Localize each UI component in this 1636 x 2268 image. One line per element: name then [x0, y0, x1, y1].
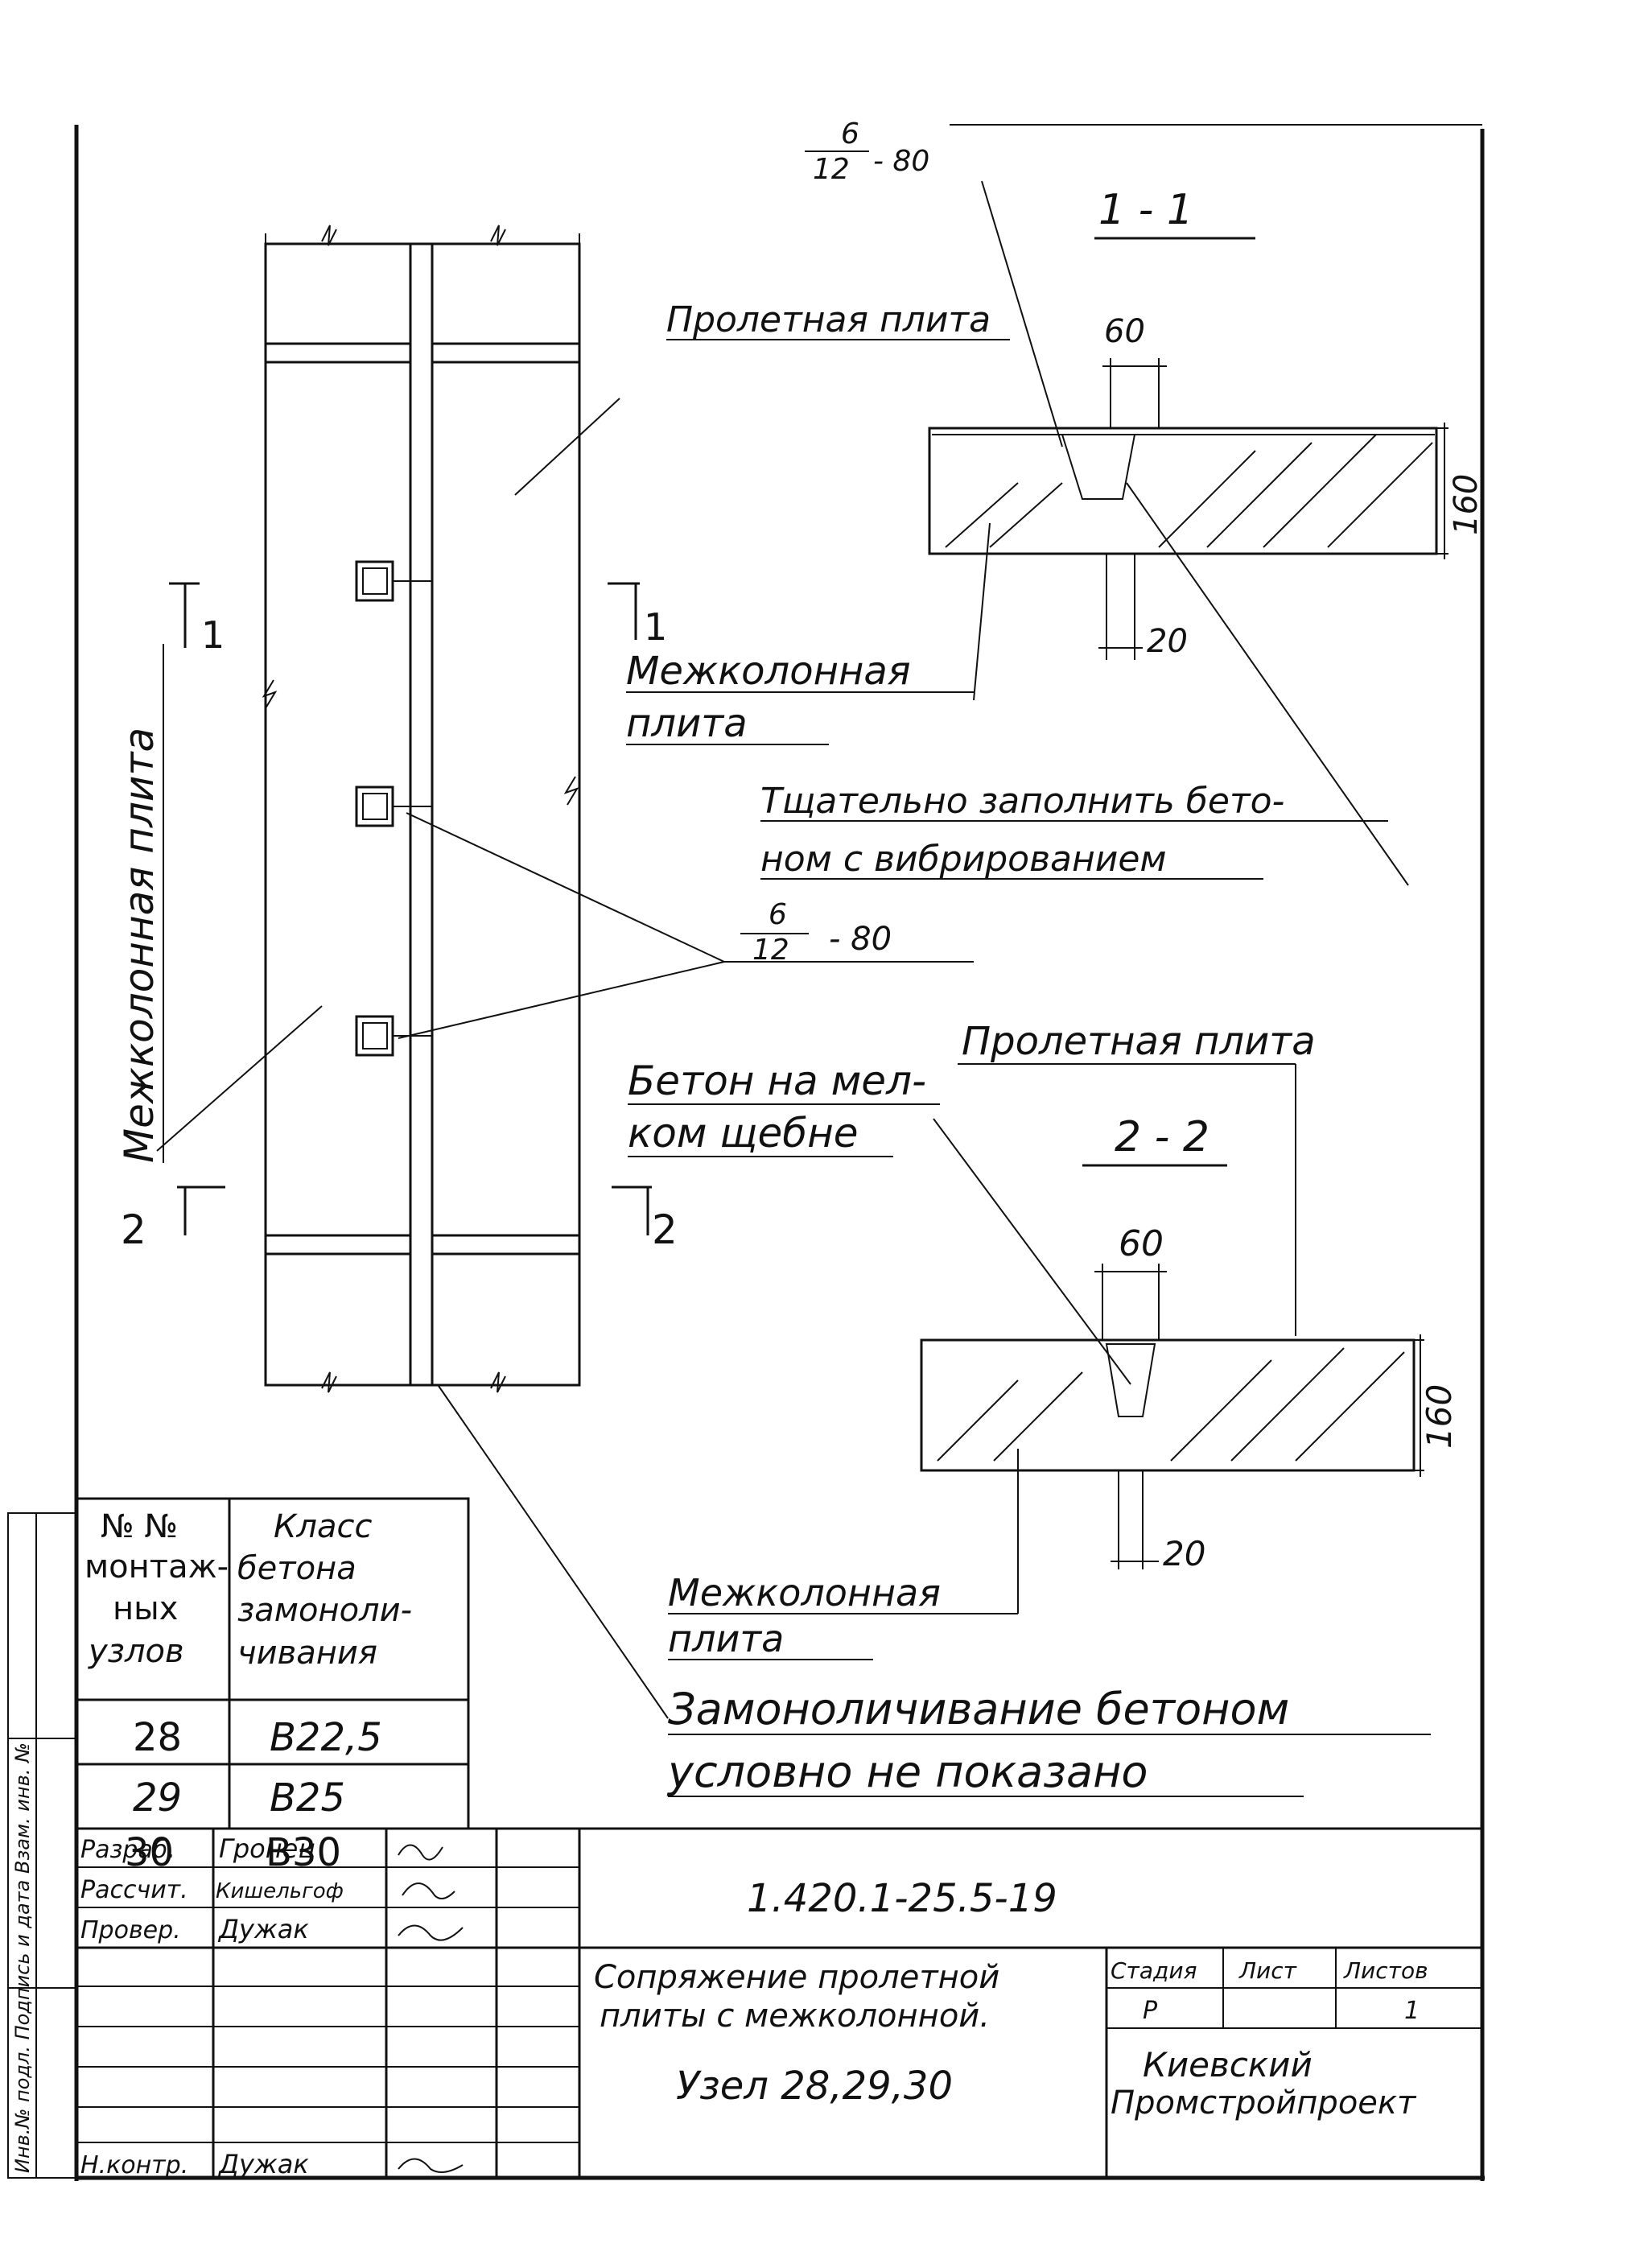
class-table-h1-3: ных [113, 1590, 178, 1627]
section-1-1-note-line2: ном с вибрированием [760, 839, 1167, 880]
tb-doc-code: 1.420.1-25.5-19 [747, 1876, 1057, 1921]
tb-title-3: Узел 28,29,30 [676, 2064, 953, 2109]
anchor-callout-mid: 6 12 - 80 [740, 898, 892, 967]
tb-name-calc: Кишельгоф [216, 1879, 344, 1903]
tb-stage: Р [1143, 1997, 1158, 2025]
section-1-1-dim-gap: 20 [1147, 623, 1188, 660]
plan-view: Пролетная плита Межколонная плита 1 1 2 … [116, 225, 1010, 1719]
tb-org-2: Промстройпроект [1111, 2084, 1417, 2122]
class-table-h1-4: узлов [88, 1633, 184, 1670]
tb-role-dev: Разраб. [80, 1836, 175, 1864]
section-2-2-intercol-label-2: плита [668, 1617, 784, 1660]
callout-mid-den: 12 [752, 934, 789, 967]
tb-role-calc: Рассчит. [80, 1876, 188, 1904]
class-table-h2-2: бетона [237, 1550, 356, 1587]
section-1-1-dim-height: 160 [1448, 474, 1485, 535]
tb-role-norm: Н.контр. [80, 2151, 188, 2179]
tb-role-check: Провер. [80, 1916, 181, 1944]
tb-title-1: Сопряжение пролетной [594, 1959, 999, 1996]
section-mark-1-left: 1 [201, 613, 225, 657]
section-1-1-anchor-len: - 80 [873, 145, 929, 178]
section-1-1-dim-width: 60 [1104, 313, 1145, 350]
section-1-1-note-line1: Тщательно заполнить бето- [760, 781, 1284, 822]
section-1-1-intercol-label-1: Межколонная [626, 649, 911, 694]
tb-title-2: плиты с межколонной. [600, 1998, 990, 2035]
section-mark-1-right: 1 [644, 605, 667, 649]
callout-mid-num: 6 [769, 898, 787, 931]
section-2-2-dim-gap: 20 [1163, 1534, 1205, 1573]
monolith-note-line2: условно не показано [666, 1746, 1148, 1797]
section-2-2-span-slab-label: Пролетная плита [962, 1019, 1316, 1064]
section-2-2-intercol-label-1: Межколонная [668, 1571, 941, 1614]
tb-sheets: 1 [1404, 1997, 1420, 2025]
tb-org-1: Киевский [1143, 2045, 1313, 2084]
class-table-class: B25 [270, 1775, 345, 1821]
class-table-node: 28 [133, 1715, 182, 1760]
section-1-1-anchor-num: 6 [841, 118, 859, 151]
section-2-2-dim-width: 60 [1119, 1223, 1164, 1264]
tb-col-sheets: Листов [1343, 1957, 1428, 1984]
tb-name-check: Дужак [217, 1914, 309, 1944]
tb-col-stage: Стадия [1111, 1957, 1197, 1984]
plan-span-slab-label: Пролетная плита [666, 299, 991, 340]
section-1-1-anchor-den: 12 [813, 153, 850, 186]
section-mark-2-left: 2 [121, 1206, 146, 1253]
tb-name-dev: Гронец [219, 1833, 315, 1864]
class-table-h2-4: чивания [237, 1635, 377, 1672]
section-2-2-title: 2 - 2 [1115, 1113, 1209, 1161]
callout-mid-len: - 80 [829, 921, 892, 958]
class-table-h2-3: замоноли- [237, 1592, 412, 1629]
section-2-2-dim-height: 160 [1420, 1384, 1459, 1449]
section-2-2: Пролетная плита Бетон на мел- ком щебне … [628, 1019, 1459, 1660]
section-1-1-intercol-label-2: плита [626, 701, 748, 746]
class-table-h1-2: монтаж- [84, 1548, 229, 1586]
tb-name-norm: Дужак [217, 2149, 309, 2179]
class-table-h2-1: Класс [274, 1508, 372, 1545]
plan-intercol-slab-vertical-label: Межколонная плита [116, 728, 163, 1163]
tb-col-sheet: Лист [1238, 1957, 1297, 1984]
section-2-2-concrete-label-2: ком щебне [628, 1110, 859, 1157]
class-table-class: B22,5 [270, 1715, 382, 1760]
class-table: № № монтаж- ных узлов Класс бетона замон… [75, 1497, 470, 1875]
side-strip-text: Инв.№ подл. Подпись и дата Взам. инв. № [11, 1742, 34, 2173]
section-2-2-concrete-label-1: Бетон на мел- [628, 1058, 926, 1104]
side-strip: Инв.№ подл. Подпись и дата Взам. инв. № [7, 1512, 77, 2179]
monolith-note-line1: Замоноличивание бетоном [668, 1684, 1289, 1734]
monolith-note: Замоноличивание бетоном условно не показ… [666, 1684, 1431, 1797]
title-block: Разраб. Рассчит. Провер. Н.контр. Гронец… [76, 1827, 1482, 2179]
section-mark-2-right: 2 [652, 1206, 678, 1253]
class-table-node: 29 [133, 1775, 182, 1821]
section-1-1: 1 - 1 6 12 - 80 60 160 20 Межколонная пл… [626, 118, 1485, 886]
section-1-1-title: 1 - 1 [1098, 186, 1193, 234]
class-table-h1-1: № № [101, 1508, 178, 1545]
